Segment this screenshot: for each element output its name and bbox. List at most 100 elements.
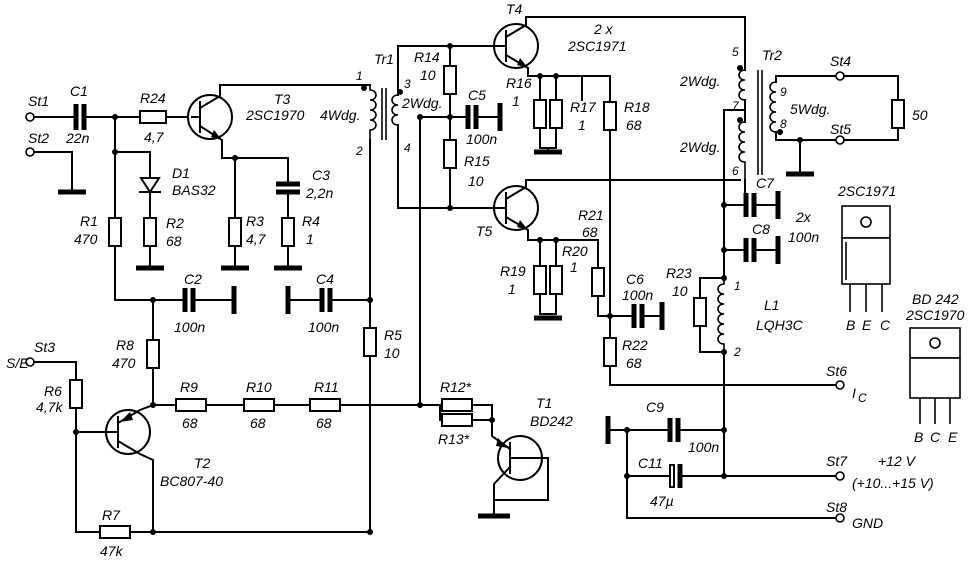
label-st7: St7 bbox=[826, 453, 848, 469]
package-bd242: BD 242 2SC1970 B C E bbox=[905, 291, 965, 445]
tr2-winding-5: 5Wdg. bbox=[790, 101, 830, 117]
value-c11: 47µ bbox=[650, 493, 674, 509]
type-t3: 2SC1970 bbox=[245, 107, 305, 123]
tr1-pin3: 3 bbox=[404, 77, 411, 91]
resistor-r7 bbox=[99, 525, 131, 539]
label-c2: C2 bbox=[184, 271, 202, 287]
tr2-pin5: 5 bbox=[732, 45, 739, 59]
label-r5: R5 bbox=[384, 327, 402, 343]
value-r18: 68 bbox=[626, 117, 642, 133]
tr1-pin4: 4 bbox=[404, 141, 411, 155]
l1-pin2: 2 bbox=[733, 345, 741, 359]
value-c5: 100n bbox=[466, 131, 497, 147]
value-r6: 4,7k bbox=[36, 399, 63, 415]
label-r23: R23 bbox=[666, 265, 692, 281]
value-r1: 470 bbox=[74, 231, 98, 247]
label-t45-count: 2 x bbox=[593, 21, 614, 37]
resistor-r5 bbox=[363, 327, 377, 357]
tr2-pin9: 9 bbox=[780, 85, 787, 99]
label-r11: R11 bbox=[314, 379, 339, 395]
package-b-title1: BD 242 bbox=[912, 291, 959, 307]
package-b-pin-c: C bbox=[930, 429, 941, 445]
label-c3: C3 bbox=[312, 167, 330, 183]
value-r17: 1 bbox=[578, 117, 586, 133]
label-r15: R15 bbox=[464, 153, 490, 169]
value-r10: 68 bbox=[250, 415, 266, 431]
terminal-st7 bbox=[835, 471, 845, 481]
label-st3: St3 bbox=[34, 339, 55, 355]
label-c9: C9 bbox=[646, 399, 664, 415]
label-r9: R9 bbox=[180, 379, 198, 395]
input-stage: St1 C1 22n R24 4,7 St2 D1 BAS32 R2 68 bbox=[25, 83, 216, 303]
diode-d1 bbox=[139, 177, 161, 194]
value-c1: 22n bbox=[65, 130, 90, 146]
value-c4: 100n bbox=[308, 319, 339, 335]
type-t45: 2SC1971 bbox=[567, 38, 626, 54]
resistor-r21 bbox=[591, 267, 605, 297]
value-r8: 470 bbox=[112, 355, 136, 371]
terminal-st1 bbox=[25, 112, 35, 122]
label-tr1: Tr1 bbox=[374, 51, 394, 67]
package-b-pin-e: E bbox=[948, 429, 958, 445]
label-c6: C6 bbox=[626, 271, 644, 287]
terminal-st4 bbox=[835, 71, 845, 81]
label-supply-voltage: +12 V bbox=[878, 453, 917, 469]
value-r2: 68 bbox=[166, 233, 182, 249]
label-r24: R24 bbox=[140, 90, 166, 106]
label-t2: T2 bbox=[194, 455, 211, 471]
resistor-r20 bbox=[549, 265, 563, 295]
label-d1: D1 bbox=[172, 165, 190, 181]
transistor-t2: T2 BC807-40 bbox=[75, 403, 223, 533]
tr2-pin8: 8 bbox=[780, 117, 787, 131]
resistor-r4 bbox=[281, 217, 295, 247]
label-c11: C11 bbox=[638, 455, 663, 471]
type-l1: LQH3C bbox=[756, 317, 804, 333]
label-st5: St5 bbox=[830, 121, 851, 137]
label-r4: R4 bbox=[302, 213, 320, 229]
label-t4: T4 bbox=[506, 1, 523, 17]
resistor-r16 bbox=[533, 99, 547, 129]
label-r1: R1 bbox=[80, 213, 98, 229]
package-a-pin-e: E bbox=[862, 317, 872, 333]
label-c78-count: 2x bbox=[795, 209, 812, 225]
value-c6: 100n bbox=[622, 287, 653, 303]
tr1-pin2: 2 bbox=[355, 144, 363, 158]
transistor-t5: T5 bbox=[476, 179, 741, 241]
label-r14: R14 bbox=[414, 49, 440, 65]
resistor-r3 bbox=[228, 217, 242, 247]
value-r15: 10 bbox=[468, 173, 484, 189]
value-c3: 2,2n bbox=[305, 185, 333, 201]
value-r3: 4,7 bbox=[246, 231, 267, 247]
value-r11: 68 bbox=[316, 415, 332, 431]
label-r12: R12* bbox=[440, 379, 472, 395]
resistor-r19 bbox=[533, 265, 547, 295]
value-r9: 68 bbox=[182, 415, 198, 431]
terminal-st6 bbox=[835, 380, 845, 390]
value-r4: 1 bbox=[306, 231, 314, 247]
resistor-r10 bbox=[243, 398, 275, 412]
label-st1: St1 bbox=[28, 93, 49, 109]
label-t5: T5 bbox=[476, 223, 493, 239]
inductor-l1 bbox=[717, 278, 725, 352]
value-r5: 10 bbox=[384, 345, 400, 361]
resistor-r8 bbox=[146, 339, 160, 369]
resistor-load bbox=[891, 99, 905, 129]
label-r22: R22 bbox=[622, 337, 648, 353]
package-2sc1971: 2SC1971 B E C bbox=[837, 183, 896, 333]
label-r21: R21 bbox=[578, 207, 604, 223]
label-r17: R17 bbox=[570, 99, 597, 115]
label-supply-range: (+10...+15 V) bbox=[852, 475, 934, 491]
label-r7: R7 bbox=[102, 507, 121, 523]
label-r20: R20 bbox=[562, 243, 588, 259]
transformer-tr1: Tr1 1 2 3 4 2Wdg. bbox=[355, 51, 442, 158]
value-r14: 10 bbox=[420, 67, 436, 83]
type-t2: BC807-40 bbox=[160, 473, 223, 489]
value-r24: 4,7 bbox=[144, 129, 165, 145]
label-r6: R6 bbox=[44, 383, 62, 399]
transformer-tr2: Tr2 2Wdg. 2Wdg. 5Wdg. 5 7 6 9 8 bbox=[679, 45, 830, 180]
label-r8: R8 bbox=[116, 337, 134, 353]
value-r16: 1 bbox=[512, 93, 520, 109]
label-st8: St8 bbox=[826, 499, 847, 515]
value-r19: 1 bbox=[508, 281, 516, 297]
resistor-r11 bbox=[309, 398, 341, 412]
